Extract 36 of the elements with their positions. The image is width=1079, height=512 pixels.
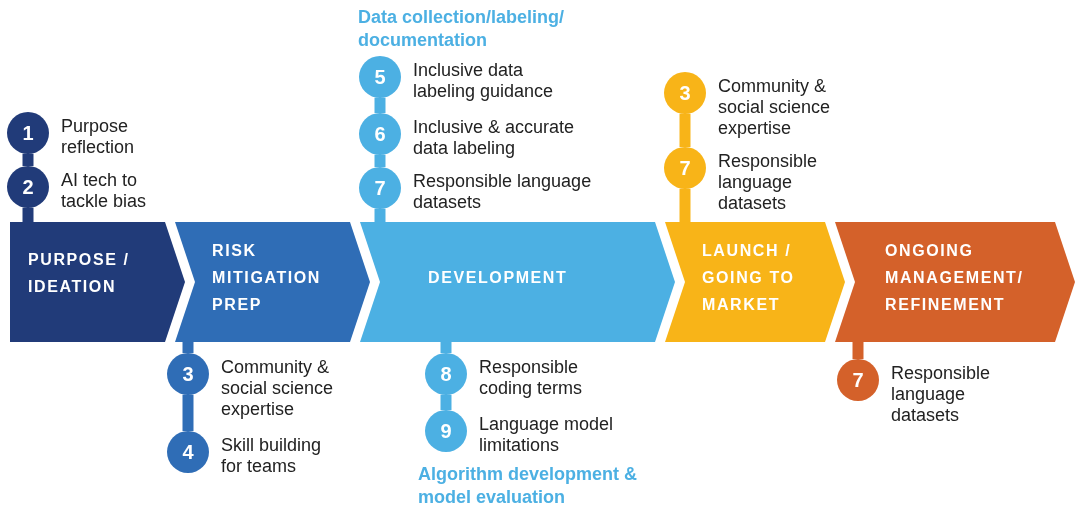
step-label: Responsible language datasets (718, 151, 819, 214)
connector-line (22, 208, 34, 222)
connector-line (440, 342, 452, 353)
stage-banner (175, 222, 370, 342)
phase-heading: Data collection/labeling/ documentation (358, 6, 566, 52)
step-label: Responsible coding terms (479, 357, 584, 399)
connector-line (374, 155, 386, 167)
step-label: Purpose reflection (61, 116, 136, 158)
step-label: Community & social science expertise (221, 357, 335, 420)
connector-line (374, 209, 386, 222)
step-label: Responsible language datasets (891, 363, 992, 426)
stage-banner (360, 222, 675, 342)
connector-line (374, 98, 386, 113)
stage-title: LAUNCH / GOING TO MARKET (702, 240, 796, 315)
connector-line (22, 154, 34, 166)
connector-line (182, 342, 194, 353)
connector-line (852, 342, 864, 359)
connector-line (182, 395, 194, 431)
stage-title: DEVELOPMENT (428, 267, 569, 288)
stage-title: RISK MITIGATION PREP (212, 240, 323, 315)
stage-banner (835, 222, 1075, 342)
connector-line (679, 189, 691, 222)
step-label: Inclusive data labeling guidance (413, 60, 555, 102)
step-label: Inclusive & accurate data labeling (413, 117, 576, 159)
phase-heading: Algorithm development & model evaluation (418, 463, 638, 509)
stage-title: PURPOSE / IDEATION (28, 250, 131, 297)
step-label: Responsible language datasets (413, 171, 593, 213)
step-label: Language model limitations (479, 414, 615, 456)
step-label: Community & social science expertise (718, 76, 832, 139)
stage-title: ONGOING MANAGEMENT/ REFINEMENT (885, 240, 1025, 315)
step-label: Skill building for teams (221, 435, 323, 477)
stage-banner (665, 222, 845, 342)
stage-banner (10, 222, 185, 342)
connector-line (440, 395, 452, 410)
connector-line (679, 114, 691, 147)
step-label: AI tech to tackle bias (61, 170, 148, 212)
